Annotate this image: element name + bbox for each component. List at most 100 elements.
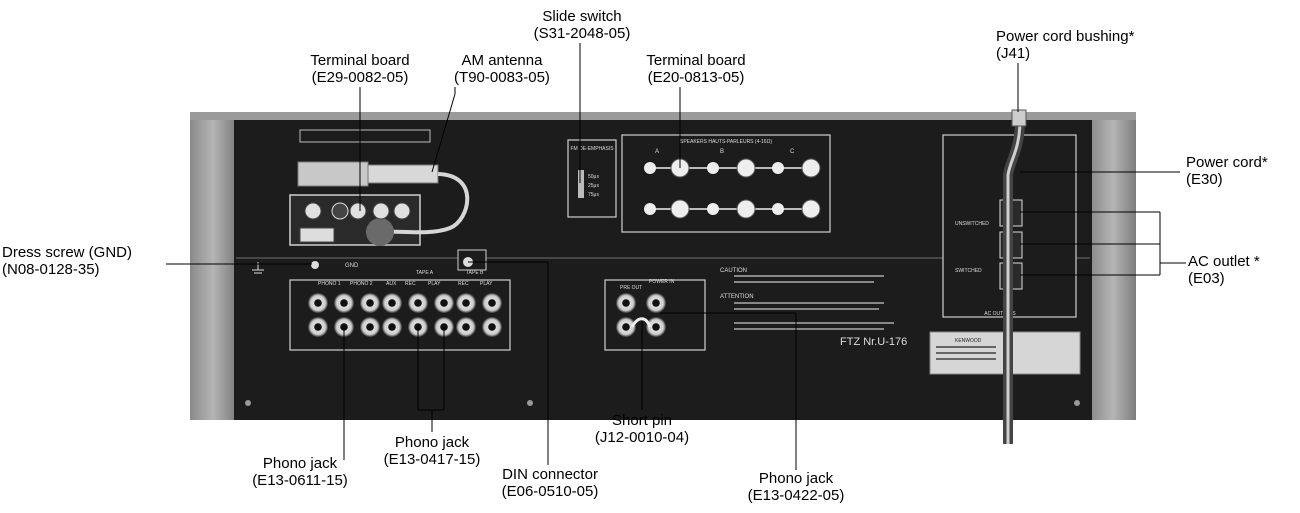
tape-a-rec-label: REC <box>405 281 416 287</box>
speaker-terminal[interactable] <box>772 162 784 174</box>
am-antenna-bar <box>298 162 368 186</box>
speaker-terminal[interactable] <box>737 200 755 218</box>
deemphasis-label: FM DE-EMPHASIS <box>570 146 614 152</box>
rca-input-jack[interactable] <box>434 293 454 313</box>
rca-input-jack[interactable] <box>382 293 402 313</box>
dress-screw[interactable] <box>311 261 319 269</box>
terminal-screw <box>305 203 321 219</box>
callout-short-pin-name: Short pin <box>584 412 700 429</box>
attention-heading: ATTENTION <box>720 294 754 300</box>
callout-slide-switch-name: Slide switch <box>522 8 642 25</box>
callout-terminal-board-right-part: (E20-0813-05) <box>634 69 758 86</box>
callout-terminal-board-right-name: Terminal board <box>634 52 758 69</box>
callout-am-antenna-part: (T90-0083-05) <box>440 69 564 86</box>
fcc-text-line <box>734 328 884 330</box>
callout-ac-outlet-part: (E03) <box>1188 270 1288 287</box>
speaker-terminal[interactable] <box>707 162 719 174</box>
callout-slide-switch: Slide switch (S31-2048-05) <box>522 8 642 42</box>
tape-a-play-label: PLAY <box>428 281 441 287</box>
callout-dress-screw-part: (N08-0128-35) <box>2 261 172 278</box>
callout-phono-jack-2-part: (E13-0611-15) <box>238 472 362 489</box>
rca-input-jack[interactable] <box>360 293 380 313</box>
rating-plate-line <box>936 358 996 360</box>
callout-power-cord-name: Power cord* <box>1186 154 1296 171</box>
chassis-screw <box>245 400 251 406</box>
phono2-label: PHONO 2 <box>350 281 373 287</box>
deemph-25-label: 25μs <box>588 183 599 189</box>
attention-text-line <box>734 302 884 304</box>
callout-phono-jack-3-part: (E13-0422-05) <box>734 487 858 504</box>
speaker-terminal-plate <box>622 135 830 232</box>
speaker-terminal[interactable] <box>802 200 820 218</box>
speaker-c-label: C <box>790 149 795 155</box>
power-cord-bushing <box>1012 110 1026 126</box>
callout-phono-jack-2-name: Phono jack <box>238 455 362 472</box>
rca-input-jack[interactable] <box>308 293 328 313</box>
callout-short-pin-part: (J12-0010-04) <box>584 429 700 446</box>
callout-phono-jack-2: Phono jack (E13-0611-15) <box>238 455 362 489</box>
unswitched-label: UNSWITCHED <box>955 221 989 227</box>
callout-ac-outlet-name: AC outlet * <box>1188 253 1288 270</box>
callout-terminal-board-left-part: (E29-0082-05) <box>298 69 422 86</box>
callout-phono-jack-3: Phono jack (E13-0422-05) <box>734 470 858 504</box>
callout-power-cord-bushing-name: Power cord bushing* <box>996 28 1156 45</box>
rca-input-jack[interactable] <box>456 317 476 337</box>
pre-out-label: PRE OUT <box>620 285 642 291</box>
caution-text-line <box>734 275 884 277</box>
callout-phono-jack-3-name: Phono jack <box>734 470 858 487</box>
power-in-jack[interactable] <box>646 293 666 313</box>
rca-input-jack[interactable] <box>334 293 354 313</box>
callout-din-connector-part: (E06-0510-05) <box>488 483 612 500</box>
right-wood-side <box>1090 117 1136 420</box>
attention-text-line <box>734 308 879 310</box>
top-trim <box>190 112 1136 120</box>
rca-input-jack[interactable] <box>382 317 402 337</box>
rca-input-jack[interactable] <box>308 317 328 337</box>
slide-switch[interactable] <box>578 170 584 198</box>
caution-text-line <box>734 281 874 283</box>
speaker-terminal[interactable] <box>802 159 820 177</box>
callout-phono-jack-1-name: Phono jack <box>370 434 494 451</box>
left-wood-side <box>190 117 236 420</box>
speaker-terminal[interactable] <box>644 203 656 215</box>
rca-input-jack[interactable] <box>456 293 476 313</box>
callout-phono-jack-1-part: (E13-0417-15) <box>370 451 494 468</box>
callout-din-connector: DIN connector (E06-0510-05) <box>488 466 612 500</box>
callout-terminal-board-left-name: Terminal board <box>298 52 422 69</box>
switched-label: SWITCHED <box>955 268 982 274</box>
brand-label: KENWOOD <box>955 338 982 344</box>
terminal-screw <box>373 203 389 219</box>
callout-am-antenna: AM antenna (T90-0083-05) <box>440 52 564 86</box>
power-in-label: POWER IN <box>649 279 675 285</box>
rca-input-jack[interactable] <box>482 293 502 313</box>
speaker-terminal[interactable] <box>737 159 755 177</box>
speakers-label: SPEAKERS HAUTS-PARLEURS (4-16Ω) <box>680 139 772 145</box>
caution-heading: CAUTION <box>720 268 747 274</box>
callout-power-cord: Power cord* (E30) <box>1186 154 1296 188</box>
callout-am-antenna-name: AM antenna <box>440 52 564 69</box>
rca-input-jack[interactable] <box>360 317 380 337</box>
deemph-50-label: 50μs <box>588 174 599 180</box>
callout-dress-screw-name: Dress screw (GND) <box>2 244 172 261</box>
speaker-terminal[interactable] <box>707 203 719 215</box>
callout-dress-screw: Dress screw (GND) (N08-0128-35) <box>2 244 172 278</box>
callout-power-cord-part: (E30) <box>1186 171 1296 188</box>
callout-power-cord-bushing-part: (J41) <box>996 45 1156 62</box>
callout-phono-jack-1: Phono jack (E13-0417-15) <box>370 434 494 468</box>
rca-input-jack[interactable] <box>482 317 502 337</box>
gnd-label: GND <box>345 263 359 269</box>
rating-plate-line <box>936 352 996 354</box>
terminal-clip <box>300 228 334 242</box>
callout-terminal-board-right: Terminal board (E20-0813-05) <box>634 52 758 86</box>
aux-label: AUX <box>386 281 397 287</box>
rca-input-jack[interactable] <box>408 293 428 313</box>
terminal-screw <box>332 203 348 219</box>
pre-out-jack[interactable] <box>616 293 636 313</box>
speaker-terminal[interactable] <box>671 200 689 218</box>
callout-short-pin: Short pin (J12-0010-04) <box>584 412 700 446</box>
tape-a-label: TAPE A <box>416 270 434 276</box>
callout-din-connector-name: DIN connector <box>488 466 612 483</box>
speaker-terminal[interactable] <box>772 203 784 215</box>
speaker-terminal[interactable] <box>644 162 656 174</box>
